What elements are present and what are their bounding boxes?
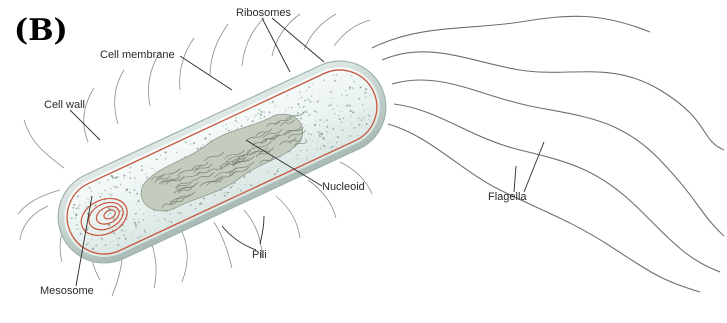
cell-body xyxy=(43,46,401,278)
label-cell-membrane: Cell membrane xyxy=(100,49,175,61)
label-pili: Pili xyxy=(252,249,267,261)
label-ribosomes: Ribosomes xyxy=(236,7,292,19)
flagella-tails xyxy=(372,16,724,292)
label-cell-wall: Cell wall xyxy=(44,99,85,111)
label-nucleoid: Nucleoid xyxy=(322,181,365,193)
panel-label: (B) xyxy=(14,13,68,48)
label-flagella: Flagella xyxy=(488,191,527,203)
label-mesosome: Mesosome xyxy=(40,285,94,297)
